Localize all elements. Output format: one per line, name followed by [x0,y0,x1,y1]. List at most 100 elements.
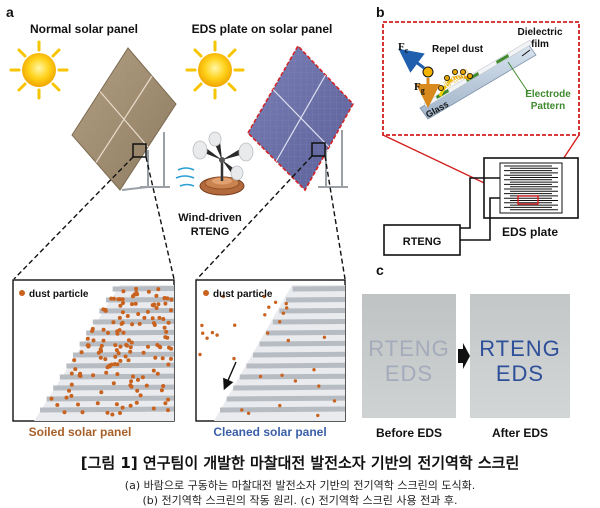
dust-particle-dot [118,303,123,308]
dust-particle-dot [263,313,267,317]
dust-particle-dot [153,355,158,360]
dust-particle-dot [121,301,125,305]
electrode-stripe [46,395,174,402]
dust-particle-dot [316,413,320,418]
dust-particle-dot [55,403,60,407]
dust-motion-arrow [223,361,237,391]
dust-particle-dot [157,344,162,349]
dust-particle-dot [115,372,120,377]
dust-particle-dot [116,297,121,302]
dust-particle-dot [152,321,156,326]
dust-particle-dot [95,401,100,406]
dust-particle-dot [121,330,126,335]
dust-particle-dot [105,365,110,370]
dust-particle-dot [154,293,159,298]
dust-particle-dot [113,354,118,359]
dust-particle-dot [169,308,173,313]
dust-particle-dot [332,399,337,403]
dust-particle-dot [159,388,164,393]
electrode-stripe [252,351,345,358]
eds-plate [483,157,579,219]
dust-particle-dot [135,388,140,393]
figure-caption-title: [그림 1] 연구팀이 개발한 마찰대전 발전소자 기반의 전기역학 스크린 [80,454,520,472]
dust-particle-dot [130,322,135,327]
dust-particle-dot [258,374,263,379]
dielectric-label-line2: film [531,39,549,50]
dust-particle-dot [278,403,282,408]
dust-particle-dot [166,397,171,402]
electrode-stripe [79,340,174,347]
arrow-right-icon [458,343,470,369]
dust-particle-dot [64,395,69,400]
dust-particle-dot [118,344,123,349]
dust-particle-dot [128,345,133,350]
dust-particle-dot [114,402,119,407]
dust-particle-dot [78,374,83,378]
dust-particle-dot [115,362,120,367]
dust-particle-dot [161,384,166,388]
dust-particle-dot [145,309,150,314]
dust-particle-dot [200,323,204,328]
electrode-stripe [66,362,174,369]
dust-particle-dot [317,384,321,388]
dust-particle-dot [240,408,244,412]
eds-plate-label: EDS plate [502,225,558,239]
dust-particle-dot [129,340,134,345]
dust-particle-dot [146,344,150,349]
dust-particle-dot [134,400,139,405]
dust-particle-dot [131,374,135,379]
dust-particle-dot [156,287,161,292]
zoom-marker-normal [132,143,147,158]
after-word-eds: EDS [495,361,545,386]
zoom-lines [13,155,346,280]
dust-particle [422,66,434,78]
dust-particle-dot [262,294,266,299]
dust-particle-dot [103,357,108,362]
dust-particle-dot [124,343,129,347]
dust-particle-dot [99,349,104,353]
dust-particle-dot [67,388,71,393]
dust-particle-dot [157,315,162,320]
dust-particle-dot [85,336,90,341]
dust-particle-dot [80,410,85,415]
dust-particle-dot [160,356,165,361]
dust-particle-dot [91,338,96,343]
fc-arrow [398,48,425,73]
rteng-box-label: RTENG [403,236,442,248]
dust-particle-dot [114,348,119,353]
dust-particle-dot [155,371,160,376]
dust-particle-dot [138,393,143,398]
before-word-eds: EDS [384,361,434,386]
electrode-stripe [285,297,345,303]
dust-particle-dot [129,379,134,384]
dust-particle-dot [120,310,125,315]
dust-particle-dot [69,371,74,376]
dust-particle-dot [284,301,288,306]
dust-particle-dot [119,321,124,326]
dust-particle-dot [232,356,236,361]
dust-particle-dot [140,375,145,380]
electrode-stripe [266,329,345,336]
dust-particle-dot [273,300,278,304]
before-word-rteng: RTENG [368,336,450,361]
dust-particle-dot [281,311,286,315]
after-eds-photo: RTENG EDS [470,294,570,418]
normal-panel-title: Normal solar panel [30,22,138,36]
dust-particle-dot [246,411,251,415]
figure-graphics: a Normal solar panel EDS plate on solar … [6,4,580,440]
electrode-stripe [53,384,174,391]
fc-label: Fc [398,41,409,55]
dust-particle-dot [146,289,151,294]
panel-b-letter: b [376,4,385,20]
dust-particle-dot [128,403,133,408]
dust-particle-dot [110,412,115,417]
dust-particle-dot [69,393,74,398]
dust-particle-dot [130,302,134,307]
dust-particle-dot [142,315,147,320]
dust-particle-dot [201,331,205,335]
electrode-stripe [59,373,174,380]
figure-caption-line2: (b) 전기역학 스크린의 작동 원리. (c) 전기역학 스크린 사용 전과 … [142,494,458,507]
panel-c-letter: c [376,262,384,278]
dust-particle-dot [151,406,156,411]
dust-particle-dot [118,358,123,363]
